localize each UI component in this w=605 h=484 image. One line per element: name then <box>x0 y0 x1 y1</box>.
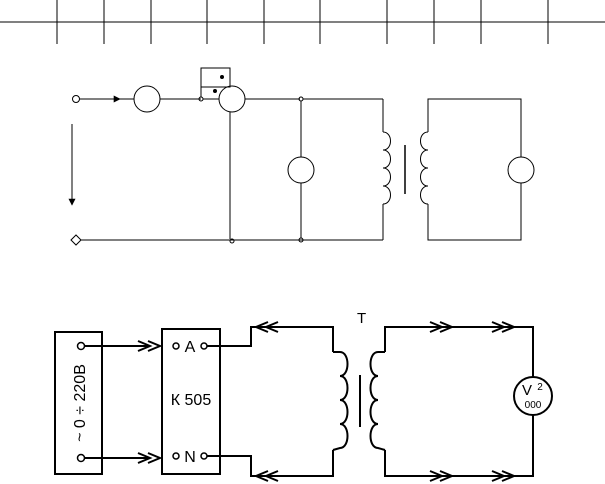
primary-winding <box>382 131 391 205</box>
coil-dot <box>220 75 224 79</box>
voltmeter-subscript: 2 <box>537 382 543 393</box>
terminal-a-label: A <box>185 339 196 356</box>
terminal-a-left <box>172 342 180 350</box>
wire-arrow <box>263 470 279 482</box>
input-terminal-bottom <box>70 234 82 246</box>
voltmeter-2-symbol <box>507 156 535 184</box>
meter-unit-box <box>161 328 221 475</box>
wire-a-to-primary <box>207 326 334 352</box>
transformer-secondary-winding <box>369 351 386 451</box>
ammeter-symbol <box>133 85 161 113</box>
wire-secondary-bottom <box>384 415 534 477</box>
input-terminal-top <box>72 95 80 103</box>
voltmeter-symbol <box>513 376 553 416</box>
header-table <box>0 0 605 44</box>
wire-arrow <box>253 321 269 333</box>
wattmeter-voltage-coil-box <box>200 67 231 88</box>
wire-arrow <box>491 321 507 333</box>
meter-unit-label: К 505 <box>171 392 212 409</box>
secondary-winding <box>420 131 429 205</box>
wiring-diagram <box>54 321 553 482</box>
terminal-n-left <box>172 452 180 460</box>
wire-arrow <box>429 470 445 482</box>
voltmeter-label: V <box>522 382 532 399</box>
secondary-lead-bottom <box>427 183 522 241</box>
voltmeter-1-symbol <box>287 156 315 184</box>
power-source-box <box>54 331 103 475</box>
wire-arrow <box>429 321 445 333</box>
wire-arrow <box>491 470 507 482</box>
source-label: ~ 0 ÷ 220В <box>72 364 89 442</box>
voltmeter-dial: 000 <box>525 400 542 411</box>
secondary-lead-top <box>427 98 522 157</box>
wire-arrow <box>501 470 517 482</box>
terminal-a-right <box>200 342 208 350</box>
wattmeter-symbol <box>218 85 246 113</box>
transformer-primary-winding <box>332 351 349 451</box>
source-terminal-bottom <box>76 453 86 463</box>
terminal-n-right <box>200 452 208 460</box>
wire-arrow <box>263 321 279 333</box>
schematic-diagram <box>68 67 535 246</box>
wire-arrow <box>137 452 153 464</box>
transformer-label: T <box>357 310 366 327</box>
wire-arrow <box>501 321 517 333</box>
terminal-n-label: N <box>184 449 196 466</box>
source-terminal-top <box>76 341 86 351</box>
wire-secondary-top <box>384 326 534 377</box>
wire-arrow <box>147 340 163 352</box>
wire-arrow <box>439 470 455 482</box>
wire-arrow <box>137 340 153 352</box>
junction-node <box>229 238 235 244</box>
wire-arrow <box>439 321 455 333</box>
wire-arrow <box>253 470 269 482</box>
wire-n-to-primary <box>207 450 334 477</box>
coil-dot <box>213 89 217 93</box>
wire-arrow <box>147 452 163 464</box>
